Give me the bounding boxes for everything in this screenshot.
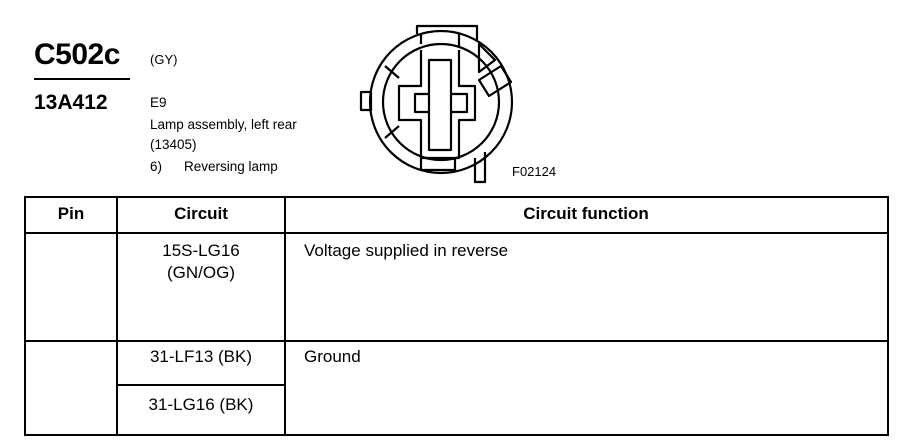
circuit-function: Voltage supplied in reverse (304, 241, 509, 260)
circuit-color: (GN/OG) (167, 263, 235, 282)
locking-tab (359, 90, 373, 112)
pin-item: 6) Reversing lamp (150, 158, 278, 176)
circuit-code: 31-LF13 (BK) (149, 347, 253, 366)
connector-id: C502c (34, 38, 120, 71)
circuit-code: 31-LG16 (BK) (148, 395, 254, 414)
terminal-blade (427, 58, 453, 152)
part-number: 13A412 (34, 91, 108, 114)
column-divider (116, 198, 118, 434)
pin-item-number: 6) (150, 159, 163, 174)
top-shroud (415, 24, 479, 40)
connector-face-diagram (359, 24, 514, 184)
header-divider (26, 232, 887, 234)
component-description: Lamp assembly, left rear (150, 117, 297, 132)
side-cuts (384, 65, 400, 139)
housing-outer-ring (368, 29, 514, 175)
top-slot (419, 34, 461, 48)
key-triangle (477, 42, 497, 74)
figure-id: F02124 (512, 164, 557, 179)
component-code: (13405) (150, 137, 197, 152)
circuit-number: 15S-LG16 (162, 241, 240, 260)
pin-table: Pin Circuit Circuit function 15S-LG16 (G… (24, 196, 889, 436)
column-divider (284, 198, 286, 434)
terminal-arms (413, 92, 469, 114)
column-header-circuit: Circuit (174, 204, 228, 223)
column-header-pin: Pin (57, 204, 85, 223)
key-block (477, 64, 513, 98)
circuit-subdivider (116, 384, 284, 386)
title-divider (34, 78, 130, 80)
circuit-function: Ground (304, 347, 361, 366)
bottom-latch (473, 152, 487, 184)
terminal-cavity (397, 50, 477, 160)
connector-color: (GY) (150, 52, 178, 67)
pin-item-label: Reversing lamp (184, 159, 278, 174)
housing-inner-ring (381, 42, 501, 162)
bottom-tab (419, 158, 457, 172)
location-code: E9 (150, 95, 167, 110)
row-divider (26, 340, 887, 342)
circuit-code: 15S-LG16 (GN/OG) (118, 240, 284, 284)
column-header-circuit-function: Circuit function (523, 204, 649, 223)
